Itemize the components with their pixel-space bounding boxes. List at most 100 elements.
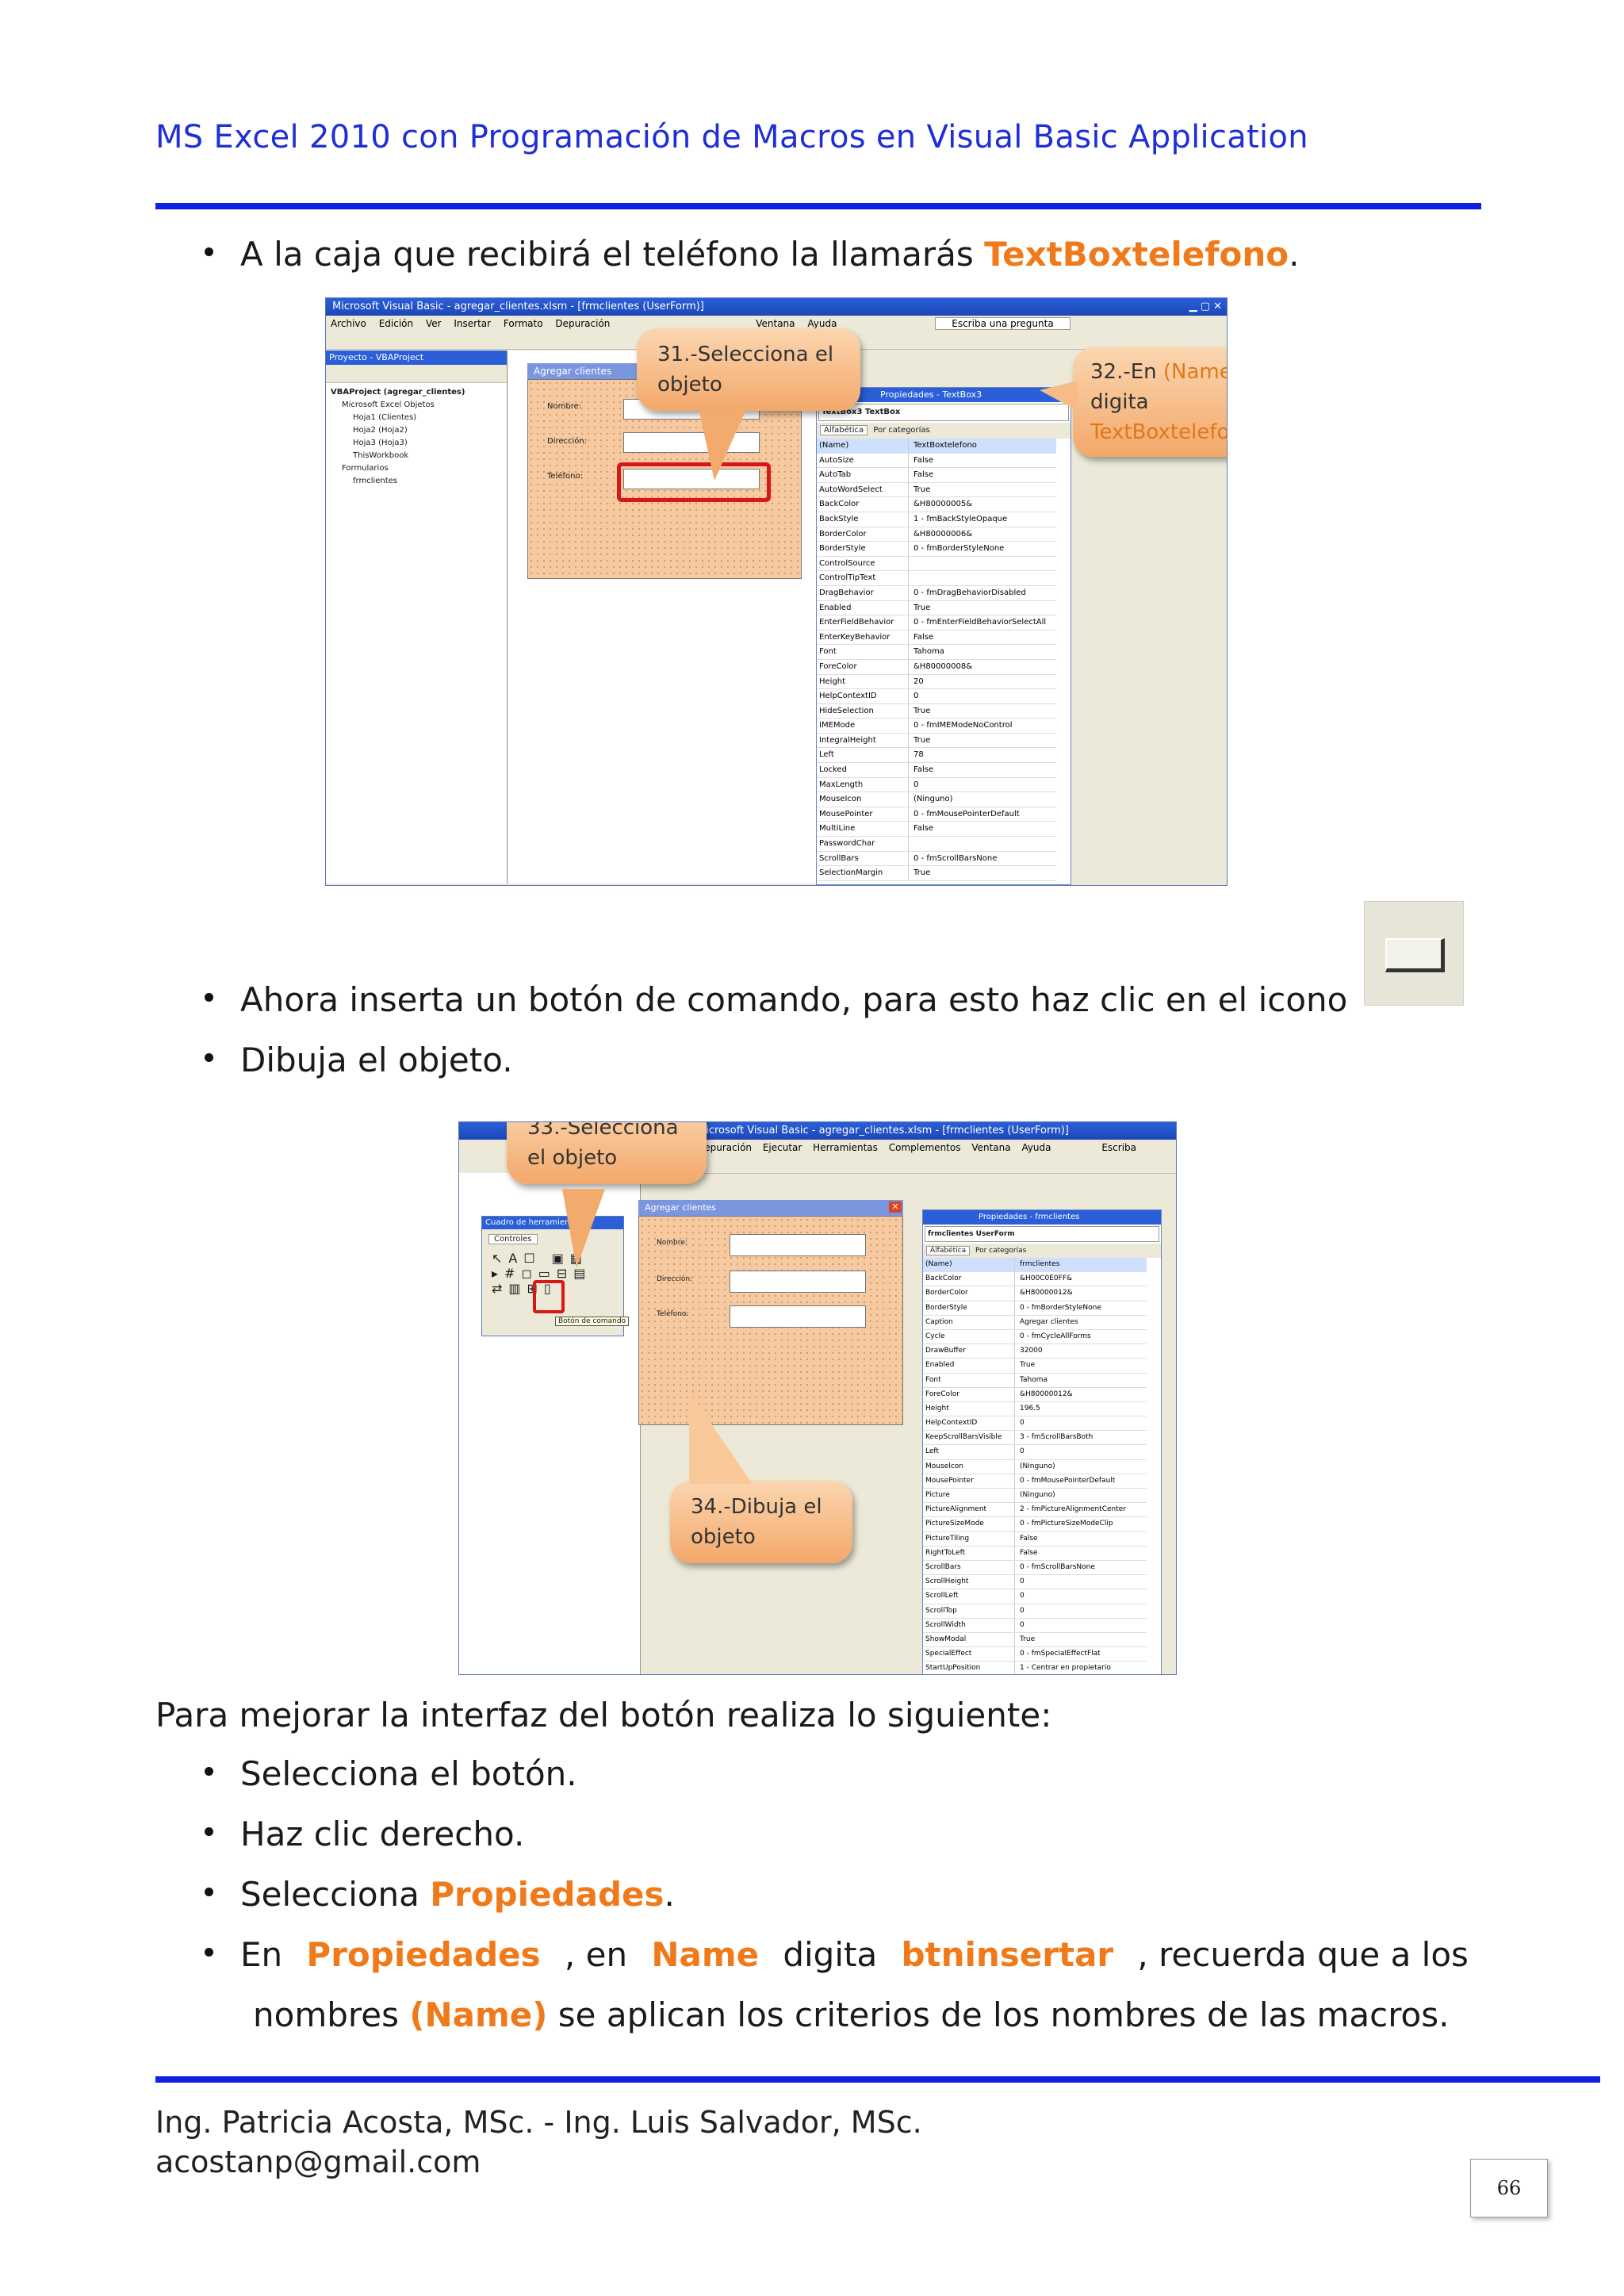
property-value[interactable]: False [1020,1534,1038,1543]
property-value[interactable]: 0 [914,780,919,789]
property-row[interactable]: BackColor&H80000005& [817,497,1056,512]
property-value[interactable]: 0 - fmMousePointerDefault [914,809,1020,818]
property-row[interactable]: (Name)frmclientes [923,1258,1147,1273]
property-value[interactable] [909,837,914,851]
property-value[interactable]: &H00C0E0FF& [1020,1274,1073,1283]
property-row[interactable]: BorderColor&H80000006& [817,527,1056,542]
toolbox-tab-controles[interactable]: Controles [488,1234,538,1244]
textbox-telefono[interactable] [730,1305,866,1328]
property-row[interactable]: BorderColor&H80000012& [923,1286,1147,1301]
property-value[interactable]: 2 - fmPictureAlignmentCenter [1020,1505,1126,1514]
property-value[interactable]: True [914,735,931,745]
property-value[interactable]: &H80000012& [1020,1389,1073,1398]
property-value[interactable]: False [914,470,934,480]
property-value[interactable]: 196.5 [1020,1404,1040,1412]
property-value[interactable]: Tahoma [1020,1375,1048,1384]
property-value[interactable]: &H80000006& [914,529,973,539]
property-value[interactable]: 0 - fmPictureSizeModeClip [1020,1520,1113,1528]
textbox-direccion[interactable] [730,1271,866,1293]
property-value[interactable]: Agregar clientes [1020,1317,1078,1326]
property-row[interactable]: ControlTipText [817,571,1056,586]
property-value[interactable]: 0 [1020,1620,1025,1629]
property-row[interactable]: BackColor&H00C0E0FF& [923,1272,1147,1287]
property-value[interactable]: False [914,455,934,465]
property-value[interactable]: 3 - fmScrollBarsBoth [1020,1433,1094,1442]
property-value[interactable]: False [914,824,934,834]
tab-por-categorias[interactable]: Por categorías [975,1247,1027,1255]
property-value[interactable]: 20 [914,677,924,686]
property-value[interactable]: 0 - fmEnterFieldBehaviorSelectAll [914,618,1047,627]
property-value[interactable]: 1 - Centrar en propietario [1020,1664,1111,1673]
property-value[interactable]: (Ninguno) [1020,1491,1055,1499]
property-value[interactable]: 0 [1020,1419,1025,1428]
property-value[interactable] [909,571,914,585]
textbox-nombre[interactable] [730,1234,866,1256]
property-value[interactable]: 0 - fmScrollBarsNone [1020,1562,1095,1571]
property-row[interactable]: (Name)TextBoxtelefono [817,439,1056,454]
property-value[interactable]: 32000 [1020,1347,1043,1355]
property-value[interactable]: 0 [1020,1447,1025,1456]
property-value[interactable]: False [914,632,934,642]
property-value[interactable]: True [914,603,931,612]
property-value[interactable]: &H80000008& [914,661,973,671]
property-row[interactable]: Picture(Ninguno) [923,1489,1147,1504]
property-value[interactable]: TextBoxtelefono [914,441,977,450]
property-value[interactable]: True [1020,1361,1036,1370]
property-value[interactable]: True [1020,1635,1036,1643]
property-value[interactable]: True [914,868,931,878]
property-value[interactable]: 0 - fmCycleAllForms [1020,1332,1091,1340]
tab-por-categorias[interactable]: Por categorías [873,426,930,435]
property-value[interactable]: (Ninguno) [914,795,953,804]
property-value[interactable]: 0 [1020,1577,1025,1586]
property-value[interactable]: 1 - fmBackStyleOpaque [914,514,1008,523]
property-value[interactable] [909,557,914,571]
property-value[interactable]: 0 - fmBorderStyleNone [1020,1303,1101,1312]
property-row[interactable]: ForeColor&H80000012& [923,1387,1147,1402]
property-value[interactable]: 0 [914,692,919,701]
properties-object-combo[interactable]: frmclientes UserForm [925,1226,1159,1242]
property-value[interactable]: 0 - fmSpecialEffectFlat [1020,1650,1101,1658]
property-value[interactable]: 0 [1020,1592,1025,1600]
property-value[interactable]: False [914,765,934,775]
properties-object-combo[interactable]: TextBox3 TextBox [818,404,1069,421]
property-value[interactable]: True [914,485,931,494]
property-value[interactable]: 0 - fmScrollBarsNone [914,853,998,863]
property-value[interactable]: 0 [1020,1606,1025,1615]
property-value[interactable]: 0 - fmBorderStyleNone [914,544,1005,554]
property-value[interactable]: 0 - fmIMEModeNoControl [914,721,1013,730]
